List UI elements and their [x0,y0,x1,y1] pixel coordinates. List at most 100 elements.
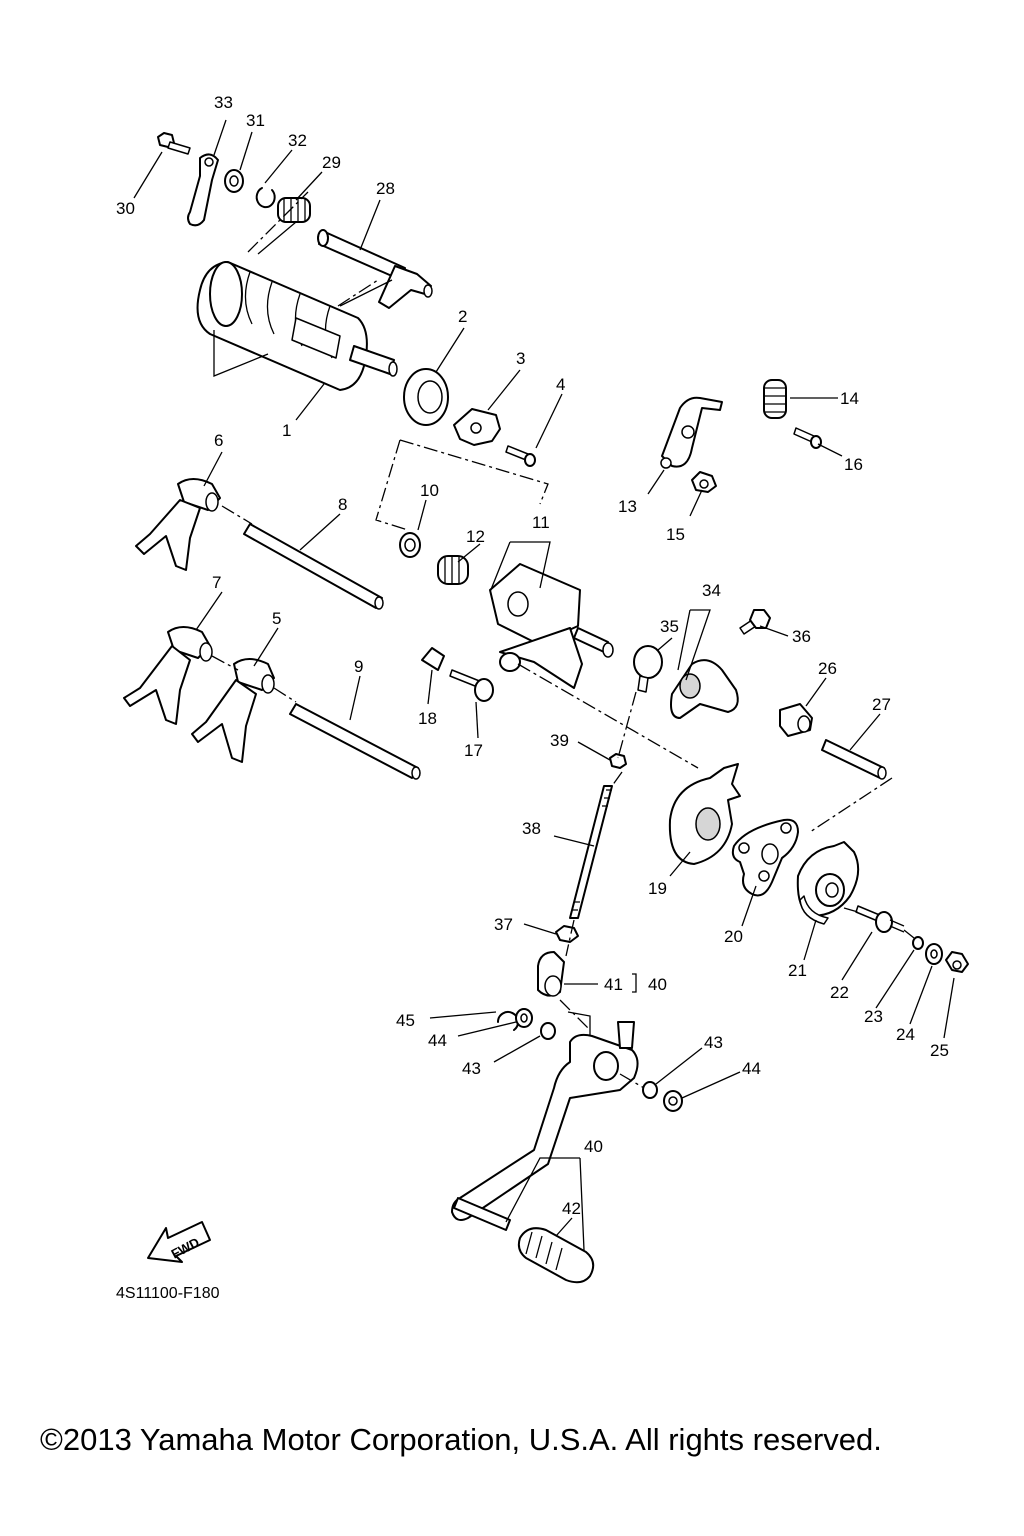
callout-12: 12 [466,527,485,546]
callout-11: 11 [532,513,550,532]
part-30-bolt [157,132,191,155]
dashed-alignment-lines [211,191,915,1089]
callout-4: 4 [556,375,565,394]
callout-35: 35 [660,617,679,636]
callout-43-right: 43 [704,1033,723,1052]
part-6-shift-fork [135,478,221,571]
callout-40-pedal: 40 [584,1137,603,1156]
callout-23: 23 [864,1007,883,1026]
part-7-shift-fork [123,626,213,725]
part-32-circlip [255,187,276,209]
part-39-nut [609,753,627,769]
part-28-shift-arm [317,229,433,309]
part-36-bolt [739,609,771,635]
callout-13: 13 [618,497,637,516]
part-callouts: 1 2 3 4 5 6 7 8 9 10 11 12 13 14 15 16 1… [116,93,949,1218]
callout-41: 41 [604,975,623,994]
part-2-bearing [403,368,449,426]
part-8-guide-bar [243,523,384,610]
callout-20: 20 [724,927,743,946]
callout-10: 10 [420,481,439,500]
part-12-spring [437,555,469,585]
part-34-lever [670,659,739,719]
callout-16: 16 [844,455,863,474]
part-15-bolt [691,471,717,493]
part-41-joint [537,951,565,997]
callout-1: 1 [282,421,291,440]
part-21-cam [796,841,860,925]
callout-5: 5 [272,609,281,628]
part-40-shift-pedal [451,1021,639,1231]
part-37-nut [555,925,579,943]
callout-18: 18 [418,709,437,728]
callout-28: 28 [376,179,395,198]
copyright-notice: ©2013 Yamaha Motor Corporation, U.S.A. A… [40,1422,882,1457]
callout-33: 33 [214,93,233,112]
callout-25: 25 [930,1041,949,1060]
part-33-lever [187,153,219,227]
part-43-bushing-left [540,1022,556,1040]
part-29-spring [277,197,311,223]
callout-8: 8 [338,495,347,514]
callout-17: 17 [464,741,483,760]
callout-26: 26 [818,659,837,678]
callout-44: 44 [428,1031,447,1050]
callout-31: 31 [246,111,265,130]
callout-3: 3 [516,349,525,368]
callout-7: 7 [212,573,221,592]
callout-2: 2 [458,307,467,326]
part-44-washer-right [663,1090,683,1112]
callout-38: 38 [522,819,541,838]
callout-24: 24 [896,1025,915,1044]
callout-15: 15 [666,525,685,544]
part-10-oil-seal [399,532,421,558]
part-23-o-ring [912,936,924,950]
part-22-bolt [855,905,905,933]
part-19-cam-plate [668,763,741,865]
part-35-joint [633,645,663,693]
callout-45: 45 [396,1011,415,1030]
part-43-bushing-right [642,1081,658,1099]
part-20-plate [731,818,799,897]
callout-34: 34 [702,581,721,600]
callout-9: 9 [354,657,363,676]
part-9-guide-bar [289,703,421,780]
part-44-washer-left [515,1008,533,1028]
part-45-circlip [497,1011,519,1031]
callout-6: 6 [214,431,223,450]
part-11-shift-shaft-assembly [489,563,614,689]
callout-39: 39 [550,731,569,750]
callout-14: 14 [840,389,859,408]
part-38-shift-rod [569,785,613,919]
callout-22: 22 [830,983,849,1002]
part-17-pin [449,669,494,702]
diagram-reference-code: 4S11100-F180 [116,1285,220,1302]
callout-21: 21 [788,961,807,980]
part-1-shift-drum [196,261,398,391]
callout-19: 19 [648,879,667,898]
part-42-pedal-rubber [517,1227,595,1284]
part-16-collar [793,427,822,449]
part-14-spring [763,379,787,419]
callout-27: 27 [872,695,891,714]
callout-43: 43 [462,1059,481,1078]
fwd-arrow-icon: FWD [147,1221,211,1263]
callout-44-right: 44 [742,1059,761,1078]
part-3-segment [453,408,501,446]
callout-30: 30 [116,199,135,218]
callout-40: 40 [648,975,667,994]
callout-42: 42 [562,1199,581,1218]
callout-32: 32 [288,131,307,150]
leader-lines [133,119,955,1251]
part-5-shift-fork [191,658,275,763]
part-13-stopper-lever [660,396,723,469]
callout-37: 37 [494,915,513,934]
part-26-collar [779,703,813,737]
callout-29: 29 [322,153,341,172]
part-18-clip [421,647,445,671]
part-25-nut [945,951,969,973]
part-4-screw [505,445,536,467]
part-24-washer [925,943,943,965]
callout-36: 36 [792,627,811,646]
part-27-bolt [821,739,887,780]
